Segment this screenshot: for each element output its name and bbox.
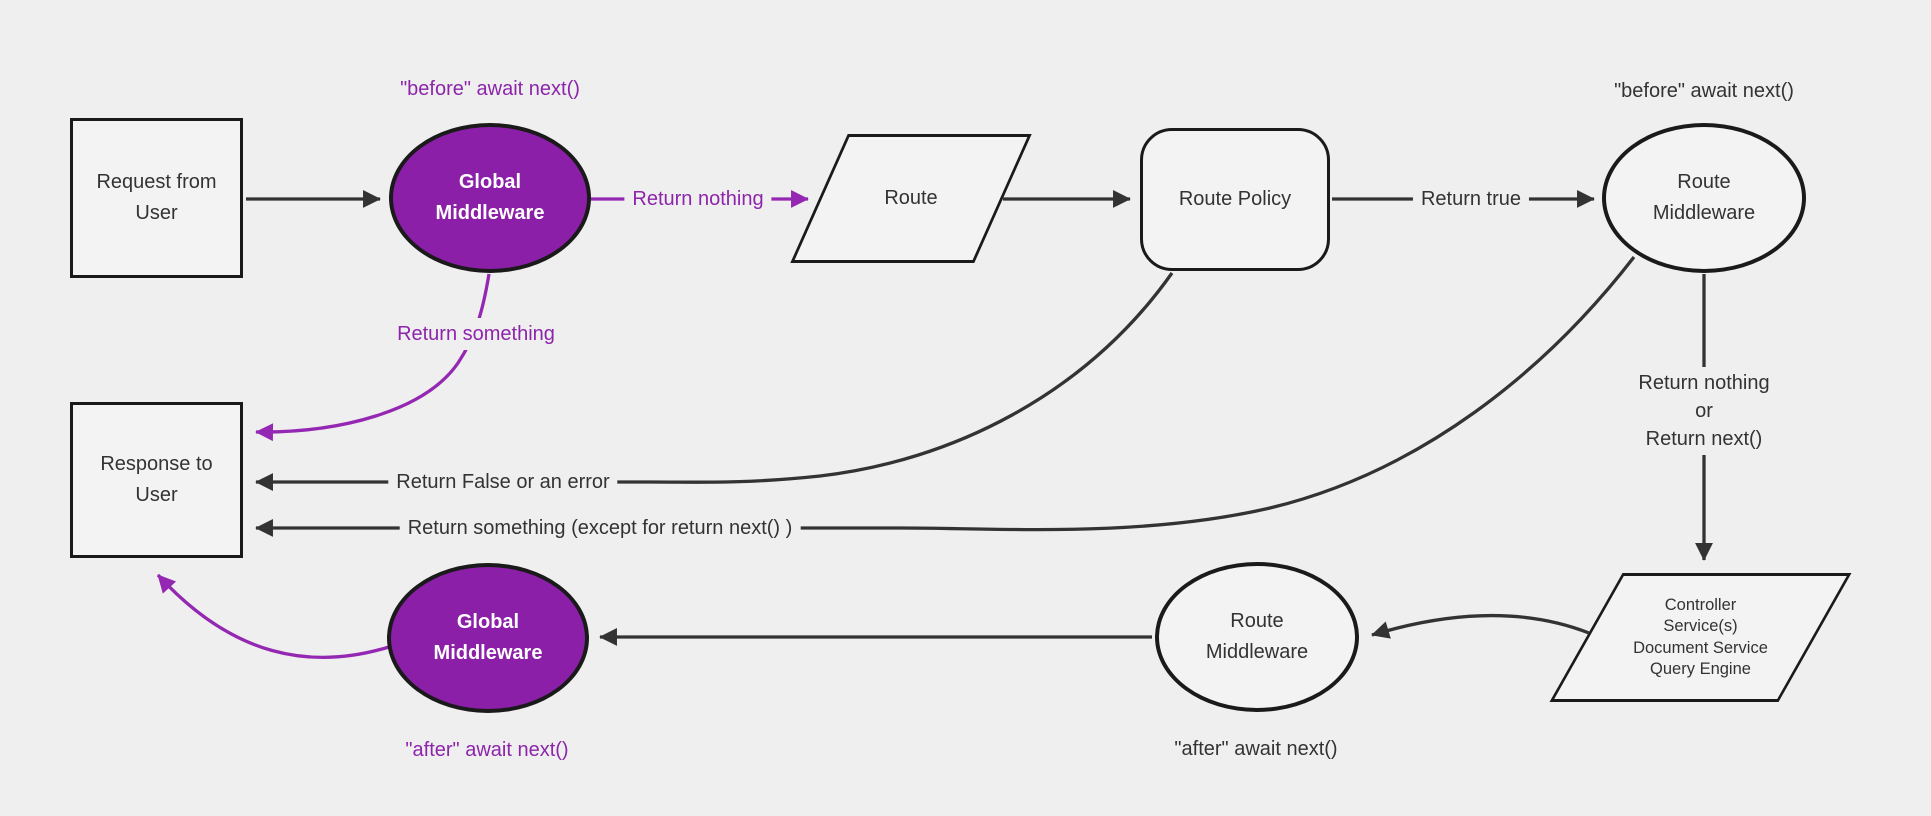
label-return-false-or-error: Return False or an error (388, 466, 618, 498)
node-global-middleware-top-label: Global Middleware (435, 171, 545, 224)
node-route-policy: Route Policy (1140, 128, 1330, 271)
label-return-something: Return something (389, 318, 563, 350)
edge-controller-to-routemw-bottom (1371, 613, 1590, 639)
edge-global-top-to-response (255, 273, 491, 442)
node-route-policy-label: Route Policy (1178, 188, 1292, 210)
label-before-await-next-global: "before" await next() (400, 78, 580, 100)
edge-policy-to-response (255, 272, 1174, 491)
node-route: Route (790, 134, 1032, 263)
node-response-to-user: Response to User (70, 402, 243, 558)
node-controller-services: Controller Service(s) Document Service Q… (1549, 573, 1852, 702)
node-route-middleware-bottom: Route Middleware (1155, 562, 1359, 712)
node-route-middleware-bottom-label: Route Middleware (1205, 610, 1309, 663)
node-global-middleware-bottom: Global Middleware (387, 563, 589, 713)
label-return-something-except: Return something (except for return next… (399, 512, 801, 544)
node-request-from-user: Request from User (70, 118, 243, 278)
node-controller-services-label: Controller Service(s) Document Service Q… (1633, 595, 1768, 678)
label-return-nothing-or-next: Return nothing or Return next() (1630, 367, 1778, 455)
label-return-true: Return true (1412, 183, 1530, 215)
node-route-label: Route (884, 187, 938, 209)
label-after-await-next-route: "after" await next() (1174, 738, 1338, 760)
node-global-middleware-top: Global Middleware (389, 123, 591, 273)
node-response-to-user-label: Response to User (100, 453, 213, 506)
node-route-middleware-top: Route Middleware (1602, 123, 1806, 273)
label-return-nothing: Return nothing (624, 183, 772, 215)
edge-global-bottom-to-response (156, 573, 390, 660)
label-after-await-next-global: "after" await next() (405, 739, 569, 761)
node-route-middleware-top-label: Route Middleware (1652, 171, 1756, 224)
edge-routemw-top-to-response (255, 255, 1636, 537)
label-before-await-next-route: "before" await next() (1614, 80, 1794, 102)
node-global-middleware-bottom-label: Global Middleware (433, 611, 543, 664)
node-request-from-user-label: Request from User (96, 171, 217, 224)
